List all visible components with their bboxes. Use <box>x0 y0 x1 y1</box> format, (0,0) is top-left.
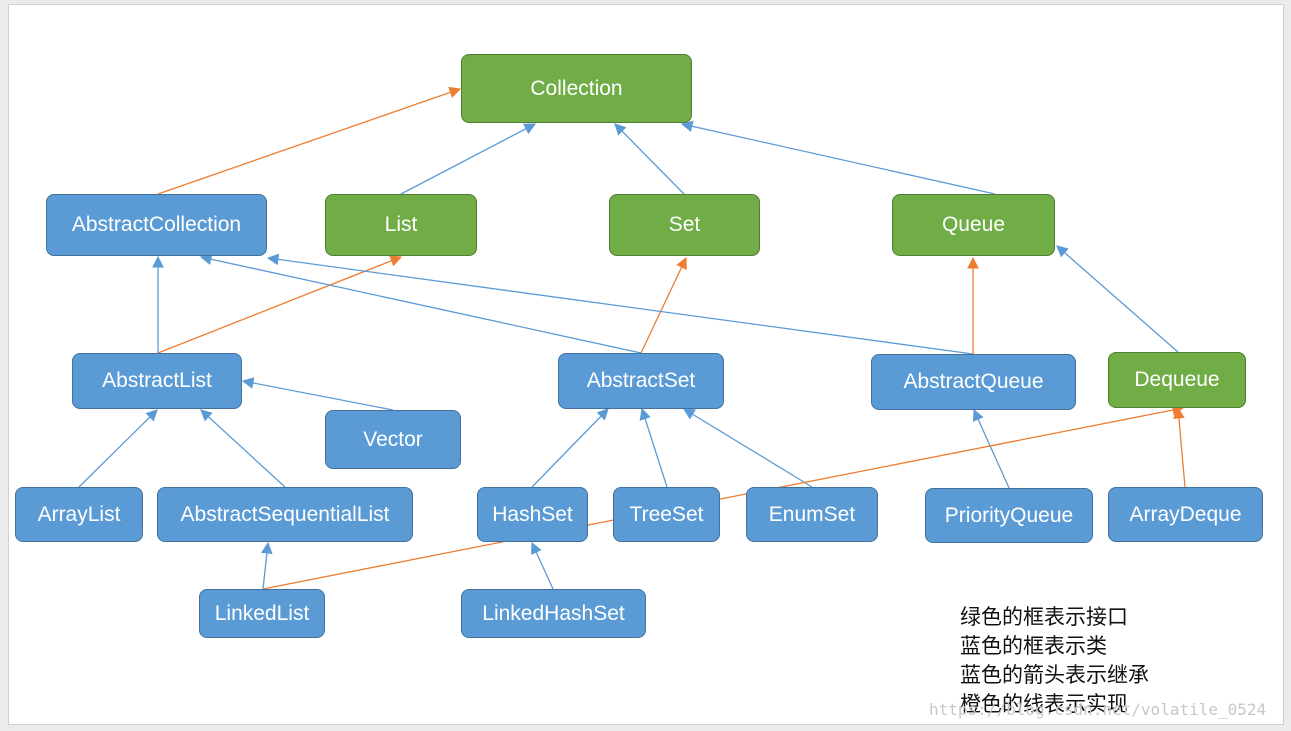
legend-line-implement-lines: 橙色的线表示实现 <box>960 692 1128 716</box>
edge-inherit-linked-hash-set-to-hash-set <box>531 541 554 590</box>
node-list: List <box>325 194 477 256</box>
edge-implement-linked-list-to-dequeue <box>262 404 1185 590</box>
node-abstract-set: AbstractSet <box>558 353 724 409</box>
legend-line-interface-boxes: 绿色的框表示接口 <box>960 605 1128 629</box>
edge-inherit-priority-queue-to-abstract-queue <box>972 408 1010 489</box>
edge-inherit-array-list-to-abstract-list <box>78 409 158 488</box>
edge-inherit-abstract-set-to-abstract-collection <box>199 253 642 354</box>
edge-inherit-abstract-sequential-list-to-abstract-list <box>200 409 286 488</box>
node-linked-list: LinkedList <box>199 589 325 638</box>
watermark: https://blog.csdn.net/volatile_0524 <box>929 700 1267 719</box>
node-tree-set: TreeSet <box>613 487 720 542</box>
legend: 绿色的框表示接口 蓝色的框表示类 蓝色的箭头表示继承 橙色的线表示实现 <box>960 603 1149 719</box>
edge-inherit-enum-set-to-abstract-set <box>683 408 813 488</box>
legend-line-inherit-arrows: 蓝色的箭头表示继承 <box>960 663 1149 687</box>
node-dequeue: Dequeue <box>1108 352 1246 408</box>
edge-implement-abstract-set-to-set <box>640 256 687 354</box>
edge-implement-array-deque-to-dequeue <box>1173 406 1186 488</box>
node-set: Set <box>609 194 760 256</box>
node-linked-hash-set: LinkedHashSet <box>461 589 646 638</box>
edge-inherit-set-to-collection <box>614 123 685 195</box>
node-collection: Collection <box>461 54 692 123</box>
node-abstract-list: AbstractList <box>72 353 242 409</box>
node-abstract-collection: AbstractCollection <box>46 194 267 256</box>
edge-inherit-linked-list-to-abstract-sequential-list <box>261 541 273 590</box>
node-abstract-queue: AbstractQueue <box>871 354 1076 410</box>
node-priority-queue: PriorityQueue <box>925 488 1093 543</box>
node-abstract-sequential-list: AbstractSequentialList <box>157 487 413 542</box>
node-array-deque: ArrayDeque <box>1108 487 1263 542</box>
node-vector: Vector <box>325 410 461 469</box>
edge-implement-abstract-list-to-list <box>157 255 403 354</box>
edge-inherit-list-to-collection <box>400 123 537 195</box>
legend-line-class-boxes: 蓝色的框表示类 <box>960 634 1107 658</box>
node-queue: Queue <box>892 194 1055 256</box>
node-enum-set: EnumSet <box>746 487 878 542</box>
edge-inherit-hash-set-to-abstract-set <box>531 408 609 488</box>
edge-inherit-abstract-queue-to-abstract-collection <box>266 253 974 355</box>
node-array-list: ArrayList <box>15 487 143 542</box>
edge-inherit-dequeue-to-queue <box>1056 245 1179 353</box>
edge-inherit-queue-to-collection <box>680 120 996 195</box>
edge-inherit-tree-set-to-abstract-set <box>639 407 668 488</box>
edge-inherit-vector-to-abstract-list <box>241 377 394 411</box>
node-hash-set: HashSet <box>477 487 588 542</box>
edge-implement-abstract-collection-to-collection <box>157 86 462 195</box>
